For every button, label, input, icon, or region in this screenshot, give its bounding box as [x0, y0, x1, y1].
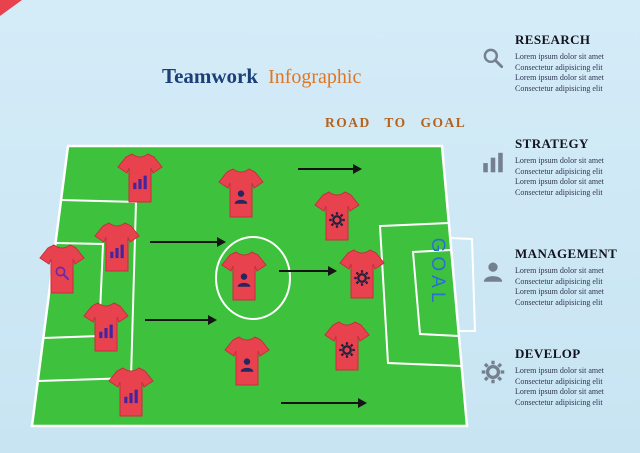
- section-title: MANAGEMENT: [515, 246, 618, 261]
- arrow-head: [353, 164, 362, 174]
- arrow-head: [208, 315, 217, 325]
- person-icon: [232, 188, 250, 206]
- section-text-line: Lorem ipsum dolor sit amet: [515, 177, 604, 186]
- section-text-line: Lorem ipsum dolor sit amet: [515, 156, 604, 165]
- right-goal-box: [411, 249, 460, 337]
- section-text-line: Consectetur adipisicing elit: [515, 62, 603, 72]
- section-text-line: Lorem ipsum dolor sit amet: [515, 287, 604, 296]
- bar-chart-icon: [108, 242, 126, 260]
- gear-icon: [328, 211, 346, 229]
- jersey-shape: [108, 367, 154, 417]
- left-goal-box: [43, 242, 105, 339]
- section-text-line: Lorem ipsum dolor sit amet: [515, 73, 604, 82]
- title-infographic: Infographic: [268, 66, 362, 88]
- player-jersey: [218, 167, 264, 219]
- section-text-line: Consectetur adipisicing elit: [515, 297, 603, 307]
- section-title: RESEARCH: [515, 32, 591, 47]
- section-text-line: Lorem ipsum dolor sit amet: [515, 366, 604, 375]
- section-text-line: Consectetur adipisicing elit: [515, 376, 603, 386]
- player-jersey: [94, 221, 140, 273]
- section-text-line: Lorem ipsum dolor sit amet: [515, 266, 604, 275]
- player-jersey: [339, 248, 385, 300]
- goal-net: [449, 237, 477, 332]
- magnifier-icon: [53, 264, 71, 282]
- person-icon: [235, 271, 253, 289]
- section-title: DEVELOP: [515, 346, 581, 361]
- arrow-head: [358, 398, 367, 408]
- bar-chart-icon: [97, 322, 115, 340]
- section-body: STRATEGY Lorem ipsum dolor sit amet Cons…: [515, 136, 638, 198]
- arrow-shaft: [298, 167, 355, 171]
- bar-chart-icon: [478, 149, 508, 198]
- person-icon: [478, 259, 508, 308]
- arrow-shaft: [150, 240, 219, 244]
- player-jersey: [83, 301, 129, 353]
- magnifier-icon: [478, 45, 508, 94]
- arrow-shaft: [281, 401, 360, 405]
- player-jersey: [117, 152, 163, 204]
- section-text-line: Consectetur adipisicing elit: [515, 397, 603, 407]
- title-teamwork: Teamwork: [162, 64, 259, 88]
- player-jersey: [224, 335, 270, 387]
- arrow-shaft: [279, 269, 330, 273]
- section-text-line: Consectetur adipisicing elit: [515, 276, 603, 286]
- jersey-shape: [94, 222, 140, 272]
- sidebar-section: MANAGEMENT Lorem ipsum dolor sit amet Co…: [478, 246, 638, 308]
- section-title: STRATEGY: [515, 136, 589, 151]
- section-body: MANAGEMENT Lorem ipsum dolor sit amet Co…: [515, 246, 638, 308]
- arrow-head: [217, 237, 226, 247]
- corner-decoration: [0, 0, 22, 16]
- sidebar-section: RESEARCH Lorem ipsum dolor sit amet Cons…: [478, 32, 638, 94]
- player-jersey: [314, 190, 360, 242]
- gear-icon: [478, 359, 508, 408]
- bar-chart-icon: [131, 173, 149, 191]
- section-body: RESEARCH Lorem ipsum dolor sit amet Cons…: [515, 32, 638, 94]
- arrow-shaft: [145, 318, 210, 322]
- jersey-shape: [39, 244, 85, 294]
- person-icon: [238, 356, 256, 374]
- section-text-line: Lorem ipsum dolor sit amet: [515, 52, 604, 61]
- bar-chart-icon: [122, 387, 140, 405]
- section-text-line: Consectetur adipisicing elit: [515, 83, 603, 93]
- sidebar-section: STRATEGY Lorem ipsum dolor sit amet Cons…: [478, 136, 638, 198]
- right-penalty-box: [378, 222, 463, 367]
- sidebar-section: DEVELOP Lorem ipsum dolor sit amet Conse…: [478, 346, 638, 408]
- player-jersey: [39, 243, 85, 295]
- player-jersey: [221, 250, 267, 302]
- section-text-line: Consectetur adipisicing elit: [515, 166, 603, 176]
- center-circle: [215, 236, 291, 320]
- left-penalty-box: [37, 199, 138, 382]
- player-jersey: [108, 366, 154, 418]
- goal-text: GOAL: [427, 237, 448, 307]
- section-body: DEVELOP Lorem ipsum dolor sit amet Conse…: [515, 346, 638, 408]
- road-to-goal-label: ROAD TO GOAL: [325, 115, 467, 130]
- section-text-line: Lorem ipsum dolor sit amet: [515, 387, 604, 396]
- page-title: Teamwork Infographic: [162, 64, 361, 89]
- section-text-line: Consectetur adipisicing elit: [515, 187, 603, 197]
- gear-icon: [353, 269, 371, 287]
- jersey-shape: [83, 302, 129, 352]
- player-jersey: [324, 320, 370, 372]
- arrow-head: [328, 266, 337, 276]
- jersey-shape: [117, 153, 163, 203]
- gear-icon: [338, 341, 356, 359]
